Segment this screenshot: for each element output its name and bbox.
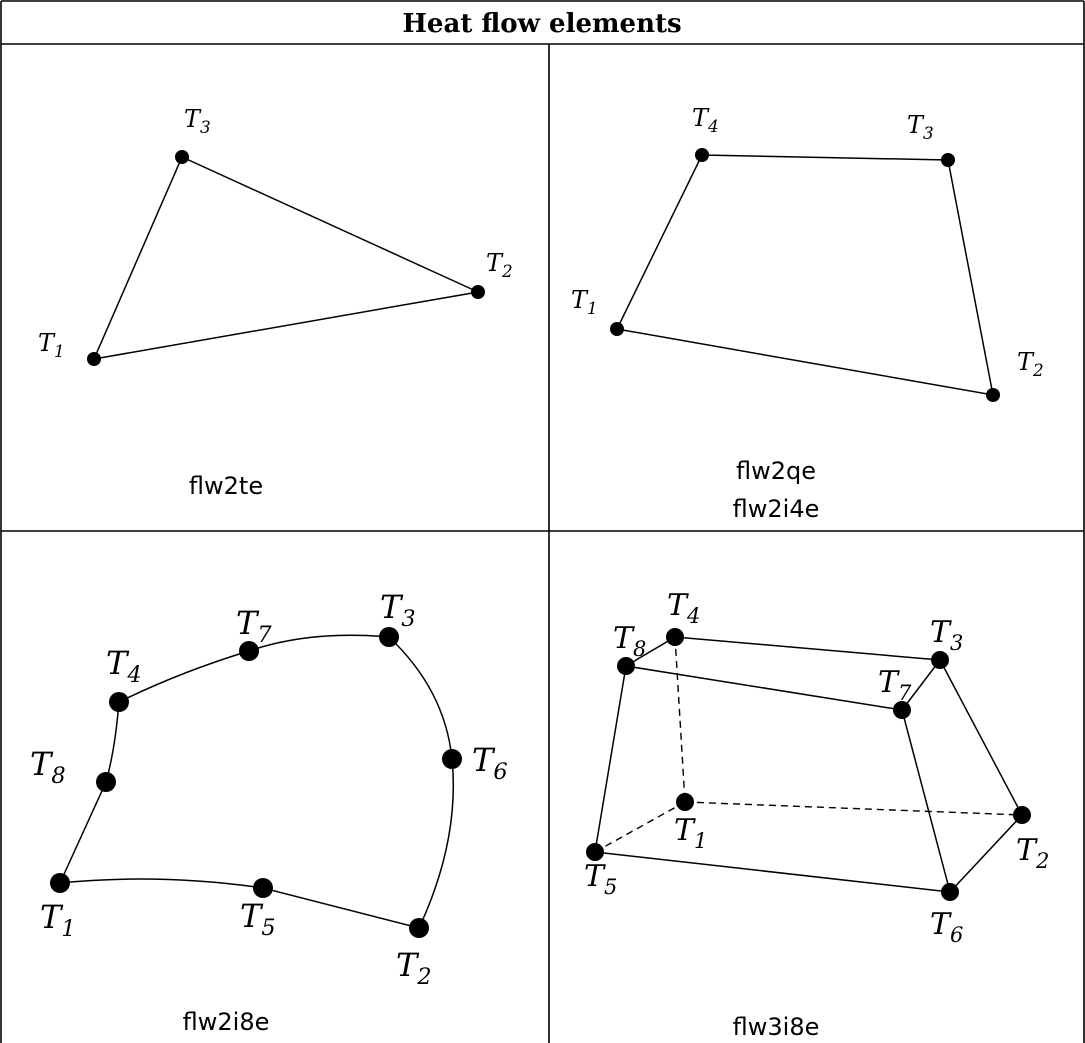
edge-t4-t8 [625,636,676,667]
node-t1 [87,352,101,366]
node-label-t8: T8 [613,621,646,661]
node-label-t6: T6 [930,907,963,947]
node-t7 [893,701,911,719]
node-label-t5: T5 [240,897,276,941]
hidden-edge-t1-t5 [594,801,686,853]
hidden-edge-t4-t1 [674,636,686,803]
node-label-t3: T3 [930,615,963,655]
node-t8 [96,772,116,792]
edge-t3-t2 [939,659,1023,816]
node-label-t5: T5 [584,859,617,899]
node-label-t1: T1 [571,286,598,318]
panel-flw2qe: T1 T2 T3 T4 flw2qe flw2i4e [571,104,1044,523]
caption-flw2i8e: flw2i8e [183,1008,270,1036]
node-t3 [175,150,189,164]
edge-t3-t7 [901,659,941,711]
node-t7 [239,641,259,661]
node-label-t6: T6 [472,741,508,785]
panel-flw3i8e: T1 T2 T3 T4 T5 T6 T7 T8 flw3i8e [584,588,1049,1041]
edge-t8-t7 [625,665,903,711]
node-t3 [931,651,949,669]
node-t2 [409,918,429,938]
panel-flw2i8e: T1 T2 T3 T4 T5 T6 T7 T8 flw2i8e [30,588,508,1036]
caption-flw2te: flw2te [189,472,263,500]
node-t6 [442,749,462,769]
hidden-edge-t1-t2 [684,801,1023,816]
node-t1 [610,322,624,336]
node-label-t7: T7 [236,604,272,648]
edge-t6-t2 [949,814,1023,893]
node-label-t3: T3 [184,105,211,137]
node-label-t2: T2 [396,946,432,990]
panel-flw2te: T1 T2 T3 flw2te [38,105,513,500]
node-t1 [676,793,694,811]
node-t3 [941,153,955,167]
edge-t5-t6 [594,851,951,893]
node-label-t7: T7 [878,665,912,705]
table-title: Heat flow elements [402,9,681,39]
node-t2 [986,388,1000,402]
edge-t8-t5 [594,665,627,853]
node-label-t4: T4 [692,104,719,136]
node-label-t8: T8 [30,745,66,789]
node-label-t2: T2 [1016,833,1049,873]
node-t5 [253,878,273,898]
node-t4 [109,692,129,712]
node-t1 [50,873,70,893]
quadrilateral-outline [615,154,994,396]
node-t6 [941,883,959,901]
node-label-t3: T3 [380,588,416,632]
node-label-t1: T1 [38,329,65,361]
node-t2 [1013,806,1031,824]
edge-t4-t3 [674,636,941,661]
node-t4 [666,628,684,646]
triangle-outline [92,156,481,360]
caption-flw3i8e: flw3i8e [733,1013,820,1041]
edge-t7-t6 [901,709,951,893]
node-label-t4: T4 [667,588,700,628]
caption-flw2i4e: flw2i4e [733,495,820,523]
node-t3 [379,627,399,647]
node-label-t3: T3 [907,111,934,143]
caption-flw2qe: flw2qe [736,457,816,485]
node-label-t2: T2 [1017,348,1044,380]
node-t5 [586,843,604,861]
node-t8 [617,657,635,675]
node-label-t4: T4 [106,644,142,688]
node-t4 [695,148,709,162]
node-label-t1: T1 [40,898,76,942]
node-t2 [471,285,485,299]
node-label-t1: T1 [674,813,707,853]
node-label-t2: T2 [486,249,513,281]
